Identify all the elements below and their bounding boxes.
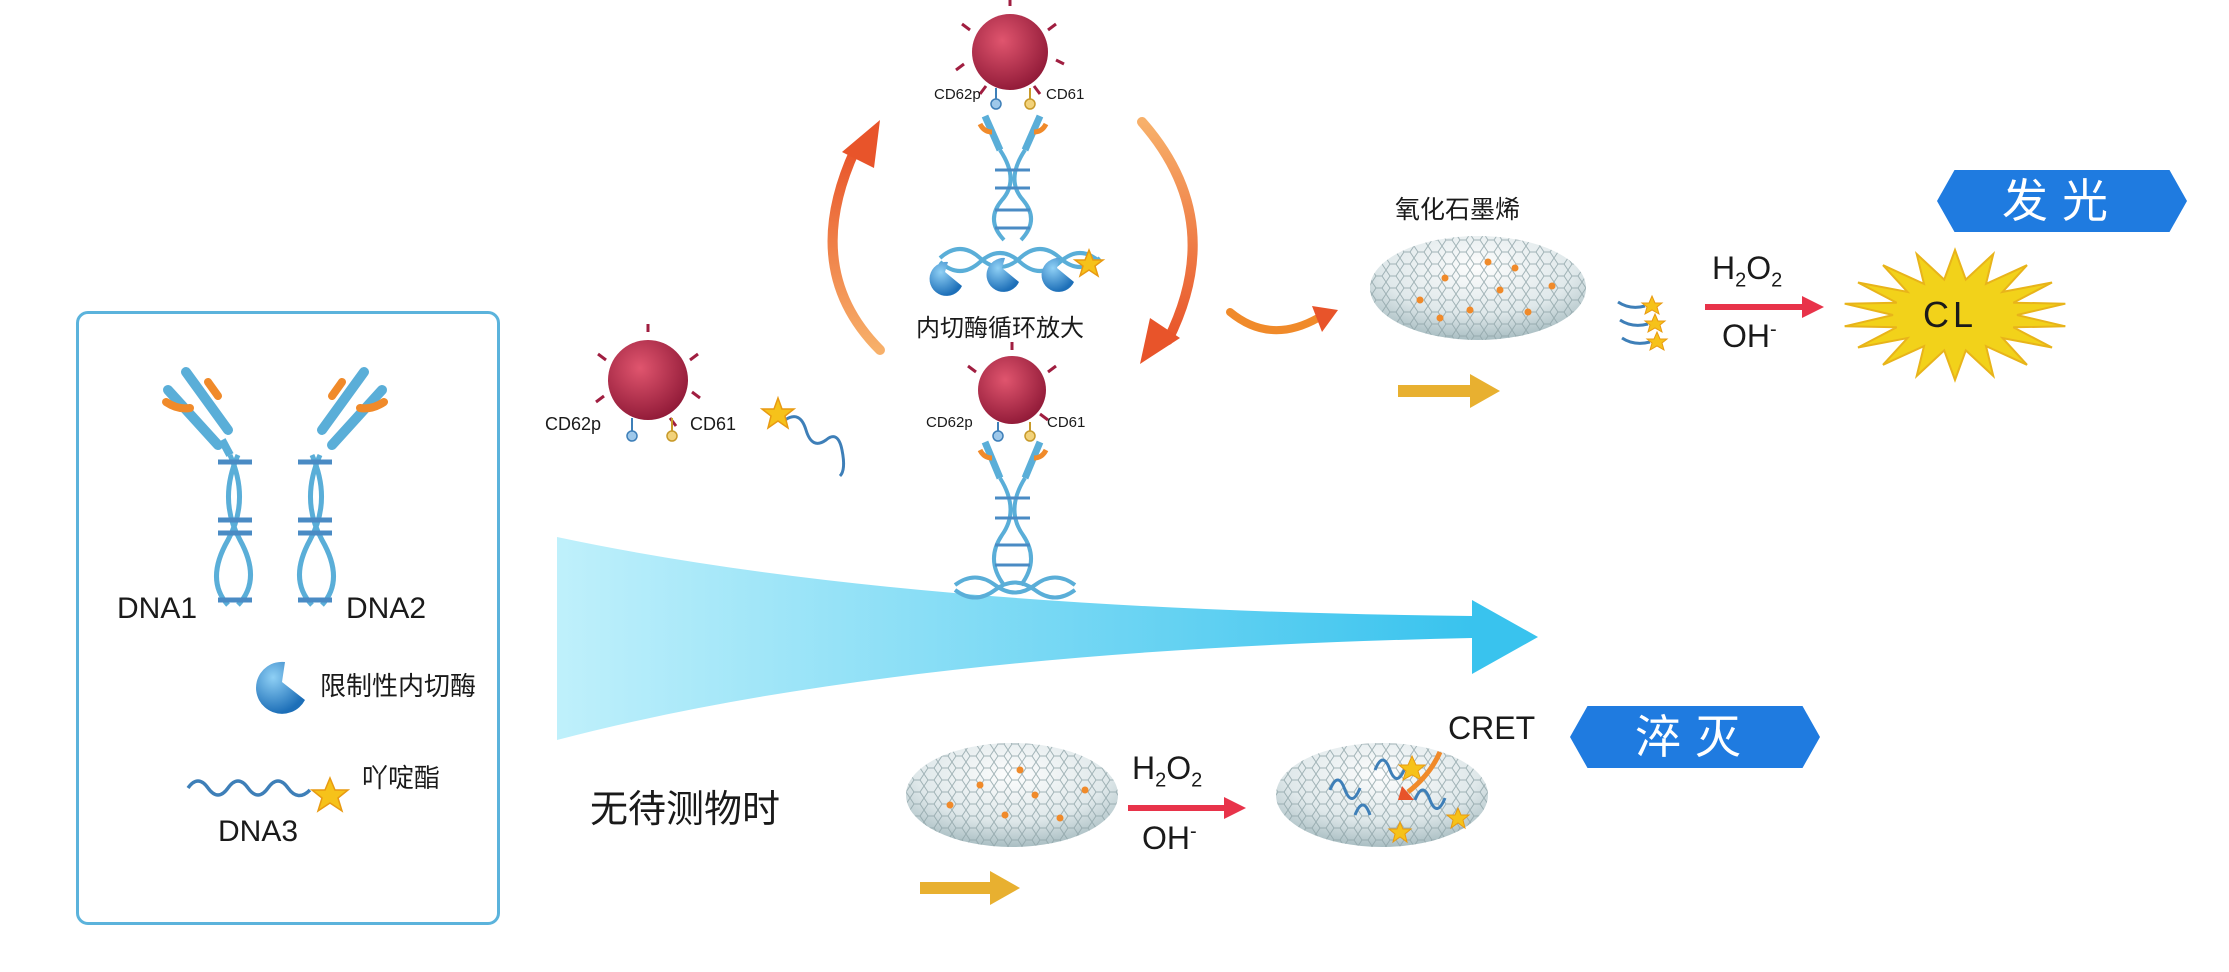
legend-box [76,311,500,925]
cd61-label-top: CD61 [1046,86,1085,103]
cd61-label-left: CD61 [690,414,737,434]
h2o2-sub2-b: 2 [1191,769,1203,792]
platelet-cell-bottom [967,342,1057,442]
h2o2-o: O [1746,250,1772,286]
oh-sup-b: - [1190,820,1197,843]
legend-dna3-label: DNA3 [218,815,299,848]
legend-enzyme-label: 限制性内切酶 [320,672,477,702]
flow-arrow-yellow-bottom [920,871,1020,905]
cycle-arrow-right [1137,117,1198,364]
graphene-oxide-sheet-top [1370,236,1586,340]
oh-label-bottom: OH- [1142,820,1197,857]
legend-enzyme-icon [256,661,305,714]
h2o2-h: H [1712,250,1736,286]
graphene-oxide-sheet-bottom-left [906,743,1118,847]
cd62p-label-top: CD62p [934,86,981,103]
legend-acridinium-label: 吖啶酯 [362,764,441,794]
released-dna3-stars [1617,294,1669,352]
cl-burst-icon [1844,247,2066,383]
badge-quench: 淬灭 [1570,706,1820,768]
cd61-label-bottom: CD61 [1047,414,1086,431]
h2o2-o-b: O [1166,750,1192,786]
graphene-oxide-label: 氧化石墨烯 [1395,195,1521,224]
absent-label: 无待测物时 [590,787,781,831]
h2o2-h-b: H [1132,750,1156,786]
cycle-arrow-left [827,120,885,355]
h2o2-label-top: H2O2 [1712,250,1782,292]
signal-wedge-arrow [557,537,1538,740]
reaction-arrow-top [1705,296,1824,318]
legend-dna1-dna2-graphic [162,367,388,607]
platelet-cell-top [955,0,1065,110]
flow-arrow-yellow-top [1398,374,1500,408]
legend-dna1-label: DNA1 [117,592,198,625]
legend-dna2-label: DNA2 [346,592,427,625]
graphene-oxide-sheet-bottom-right [1276,743,1488,847]
oh-text: OH [1722,318,1770,354]
curved-arrow-to-go [1226,306,1338,335]
legend-star-icon [309,776,351,813]
sandwich-complex-bottom [953,440,1077,600]
badge-emit: 发光 [1937,170,2187,232]
cl-label: CL [1923,294,1978,335]
h2o2-sub2: 2 [1771,269,1783,292]
h2o2-label-bottom: H2O2 [1132,750,1202,792]
oh-label-top: OH- [1722,318,1777,355]
legend-dna3-icon [186,779,312,798]
h2o2-sub1: 2 [1735,269,1747,292]
cret-label: CRET [1448,710,1536,746]
cd62p-label-left: CD62p [545,414,602,434]
oh-sup: - [1770,318,1777,341]
oh-text-b: OH [1142,820,1190,856]
reaction-arrow-bottom [1128,797,1246,819]
sandwich-complex-top [929,114,1106,296]
cycle-label: 内切酶循环放大 [916,314,1084,342]
platelet-cell-left [595,324,701,442]
dna3-probe [759,395,846,478]
cd62p-label-bottom: CD62p [926,414,973,431]
h2o2-sub1-b: 2 [1155,769,1167,792]
